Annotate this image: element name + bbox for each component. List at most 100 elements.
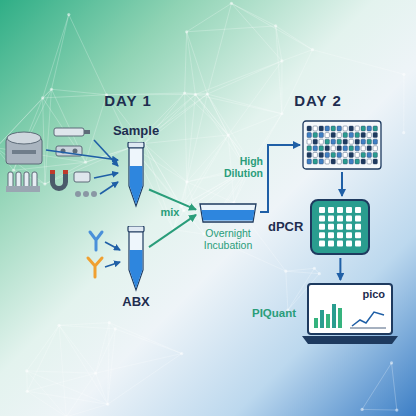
plate-well bbox=[331, 139, 335, 144]
network-line bbox=[173, 230, 204, 235]
network-dot bbox=[311, 48, 314, 51]
network-dot bbox=[361, 408, 364, 411]
plate-well bbox=[313, 139, 317, 144]
instrument-well bbox=[328, 241, 334, 247]
instrument-well bbox=[355, 207, 361, 213]
network-line bbox=[204, 170, 247, 234]
plate-well bbox=[373, 139, 377, 144]
network-line bbox=[362, 363, 391, 409]
plate-node bbox=[302, 120, 382, 170]
plate-well bbox=[337, 139, 341, 144]
network-line bbox=[392, 363, 397, 410]
network-line bbox=[195, 94, 246, 169]
plate-well bbox=[325, 133, 329, 138]
network-line bbox=[286, 268, 315, 271]
plate-well bbox=[319, 126, 323, 131]
network-line bbox=[86, 95, 107, 162]
plate-shape bbox=[302, 120, 382, 170]
chart-bar bbox=[320, 310, 324, 328]
plate-well bbox=[367, 146, 371, 151]
plate-well bbox=[361, 159, 365, 164]
tube-drawing bbox=[125, 142, 147, 208]
tube-liquid bbox=[130, 250, 143, 289]
instrument-well bbox=[319, 224, 325, 230]
network-line bbox=[27, 391, 66, 416]
connector bbox=[339, 258, 341, 280]
plate-body bbox=[303, 121, 381, 169]
plate-well bbox=[325, 159, 329, 164]
plate-well bbox=[343, 126, 347, 131]
plate-well bbox=[331, 126, 335, 131]
plate-well bbox=[313, 146, 317, 151]
dish-shape bbox=[198, 200, 258, 224]
network-dot bbox=[318, 272, 321, 275]
network-line bbox=[27, 325, 59, 371]
plate-well bbox=[307, 146, 311, 151]
plate-well bbox=[355, 139, 359, 144]
network-line bbox=[115, 329, 181, 354]
plate-well bbox=[349, 133, 353, 138]
plate-well bbox=[313, 152, 317, 157]
node-label: ABX bbox=[122, 295, 149, 310]
network-line bbox=[281, 61, 282, 114]
network-line bbox=[108, 323, 110, 405]
edge-label: High Dilution bbox=[215, 155, 263, 179]
network-line bbox=[231, 3, 275, 26]
network-line bbox=[144, 144, 187, 182]
network-line bbox=[207, 61, 282, 94]
plate-well bbox=[319, 152, 323, 157]
plate-well bbox=[373, 133, 377, 138]
network-dot bbox=[185, 180, 188, 183]
network-line bbox=[362, 409, 397, 411]
plate-well bbox=[313, 133, 317, 138]
network-line bbox=[181, 135, 228, 206]
antibody-arrows bbox=[105, 242, 120, 267]
plate-well bbox=[355, 152, 359, 157]
network-line bbox=[185, 93, 229, 135]
tube-node: ABX bbox=[112, 226, 160, 310]
instrument-well bbox=[337, 215, 343, 221]
network-dot bbox=[180, 205, 183, 208]
network-dot bbox=[94, 372, 97, 375]
plate-well bbox=[343, 139, 347, 144]
plate-well bbox=[343, 133, 347, 138]
plate-well bbox=[319, 139, 323, 144]
plate-well bbox=[343, 146, 347, 151]
plate-well bbox=[361, 146, 365, 151]
plate-well bbox=[319, 146, 323, 151]
tube-drawing bbox=[125, 226, 147, 292]
plate-well bbox=[337, 133, 341, 138]
network-dot bbox=[202, 233, 205, 236]
network-line bbox=[27, 325, 59, 391]
network-line bbox=[207, 94, 228, 135]
network-dot bbox=[50, 88, 53, 91]
network-dot bbox=[274, 24, 277, 27]
connector bbox=[341, 172, 343, 196]
plate-well bbox=[349, 146, 353, 151]
network-line bbox=[185, 93, 187, 182]
instrument-well bbox=[337, 241, 343, 247]
dish-liquid bbox=[202, 210, 255, 221]
network-dot bbox=[180, 352, 183, 355]
plate-well bbox=[361, 139, 365, 144]
instrument-well bbox=[346, 224, 352, 230]
instrument-well bbox=[319, 207, 325, 213]
instrument-well bbox=[328, 232, 334, 238]
network-line bbox=[276, 26, 282, 114]
network-dot bbox=[395, 408, 398, 411]
network-dot bbox=[280, 112, 283, 115]
network-dot bbox=[185, 30, 188, 33]
network-line bbox=[96, 323, 110, 374]
antibody-icons bbox=[88, 232, 102, 277]
plate-well bbox=[319, 159, 323, 164]
network-line bbox=[228, 61, 282, 135]
plate-well bbox=[355, 146, 359, 151]
network-line bbox=[59, 323, 109, 326]
network-dot bbox=[313, 267, 316, 270]
network-line bbox=[43, 95, 107, 98]
network-line bbox=[187, 135, 228, 182]
chart-bar bbox=[338, 308, 342, 328]
day-heading: DAY 2 bbox=[294, 92, 342, 109]
network-line bbox=[403, 74, 404, 132]
network-dot bbox=[67, 13, 70, 16]
